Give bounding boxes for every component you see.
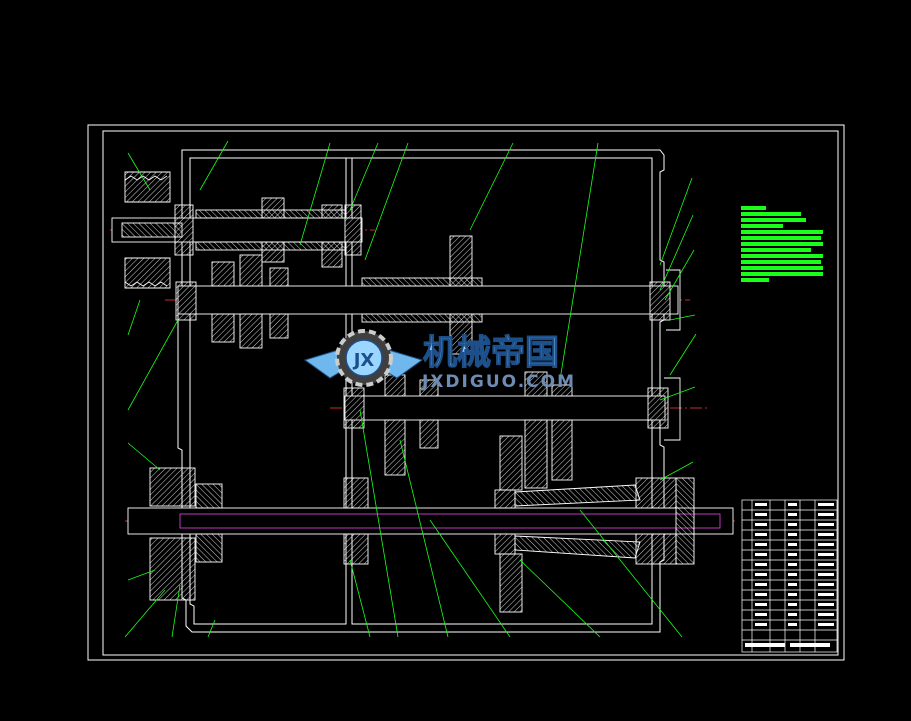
bearing-shaft2-left — [175, 281, 197, 321]
input-shaft-bore — [121, 222, 183, 238]
gear-shaft3-d — [551, 384, 573, 397]
bearing-shaft3-left — [343, 387, 365, 429]
shaft-2 — [177, 285, 679, 315]
parts-list-title-block — [741, 499, 838, 653]
shaft-3-assembly — [343, 371, 681, 489]
input-shaft-assembly — [111, 171, 363, 289]
drawing-frame — [87, 124, 845, 661]
v-belt-pulley — [124, 171, 171, 289]
gear-shaft3-b — [419, 379, 439, 397]
clutch-hub — [494, 489, 516, 509]
bearing-shaft3-right — [647, 387, 669, 429]
gear-shaft3-a — [384, 374, 406, 397]
output-shaft-assembly — [127, 435, 734, 613]
bearing-shaft2-right — [649, 281, 671, 321]
shaft-2-assembly — [175, 235, 681, 355]
outer-border — [87, 124, 845, 661]
gear-wings-logo-icon: JX — [303, 329, 424, 387]
watermark: JX 机械帝国 JXDIGUO.COM — [303, 329, 576, 392]
leader-lines — [124, 140, 697, 638]
watermark-title: 机械帝国 — [423, 333, 559, 373]
bearing-output-left — [195, 483, 223, 509]
bearing-output-mid — [343, 477, 369, 509]
gear-shaft2-c — [269, 267, 289, 287]
technical-notes-block — [741, 206, 823, 282]
end-cap-right — [675, 477, 695, 565]
bearing-input-right — [344, 204, 362, 256]
inner-border — [102, 130, 839, 656]
gear-shaft3-c — [524, 371, 548, 397]
output-shaft-core — [179, 513, 721, 529]
parts-list-cell-fill — [745, 503, 834, 647]
bearing-output-right — [635, 477, 677, 509]
gear-output-large — [499, 435, 523, 491]
bearing-housing-left — [149, 467, 196, 507]
gear-shaft2-b — [239, 254, 263, 287]
gear-shaft2-a — [211, 261, 235, 287]
shaft-3 — [344, 395, 666, 421]
bearing-input-left — [174, 204, 194, 256]
watermark-url: JXDIGUO.COM — [421, 372, 576, 392]
logo-letters: JX — [352, 350, 375, 371]
